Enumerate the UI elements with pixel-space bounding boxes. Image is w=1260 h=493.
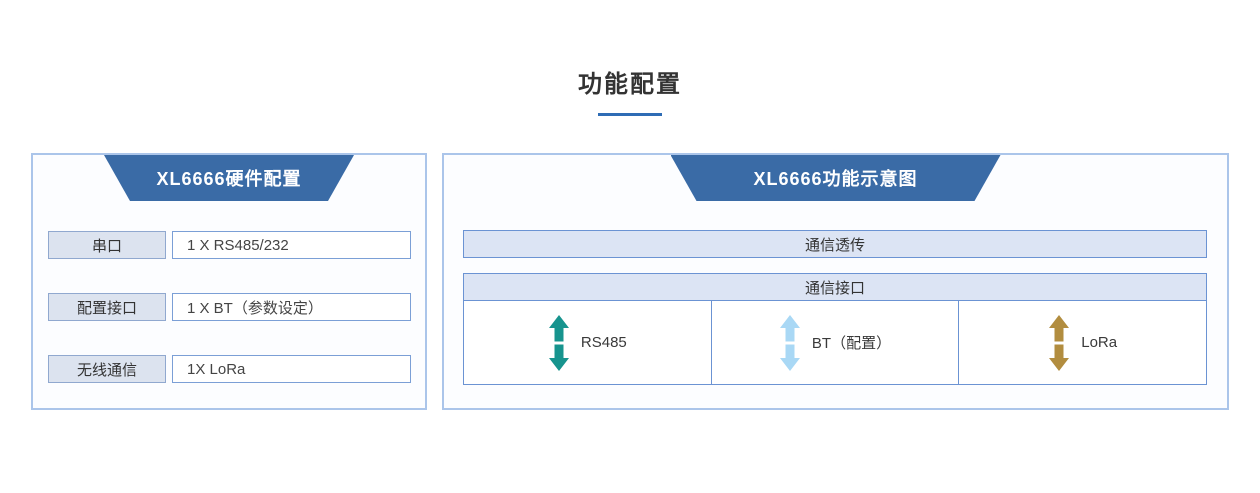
interface-table: 通信接口 RS485 (463, 273, 1207, 385)
interface-label-lora: LoRa (1081, 334, 1118, 351)
interface-cell-rs485: RS485 (464, 301, 712, 384)
interface-columns: RS485 BT（配置） (464, 301, 1206, 384)
row-value-config-interface: 1 X BT（参数设定） (172, 293, 411, 321)
page-header: 功能配置 (0, 0, 1260, 116)
interface-cell-bt: BT（配置） (712, 301, 960, 384)
hardware-config-panel: XL6666硬件配置 串口 1 X RS485/232 配置接口 1 X BT（… (31, 153, 427, 410)
table-row: 无线通信 1X LoRa (48, 355, 411, 383)
row-label-config-interface: 配置接口 (48, 293, 166, 321)
diagram-body: 通信透传 通信接口 RS485 (444, 155, 1227, 385)
function-diagram-panel: XL6666功能示意图 通信透传 通信接口 RS485 (442, 153, 1229, 410)
interface-cell-lora: LoRa (959, 301, 1206, 384)
title-underline (598, 113, 662, 116)
row-label-wireless: 无线通信 (48, 355, 166, 383)
row-value-serial: 1 X RS485/232 (172, 231, 411, 259)
double-vertical-arrow-icon (779, 314, 800, 371)
transparent-transmission-bar: 通信透传 (463, 230, 1207, 258)
interface-label-rs485: RS485 (580, 334, 627, 351)
row-value-wireless: 1X LoRa (172, 355, 411, 383)
diagram-panel-title: XL6666功能示意图 (671, 155, 1001, 201)
row-label-serial: 串口 (48, 231, 166, 259)
hardware-panel-title: XL6666硬件配置 (104, 155, 354, 201)
interface-label-bt: BT（配置） (811, 335, 892, 352)
page-title: 功能配置 (578, 71, 682, 98)
interface-table-header: 通信接口 (464, 274, 1206, 301)
hardware-rows: 串口 1 X RS485/232 配置接口 1 X BT（参数设定） 无线通信 … (33, 155, 425, 383)
content-panels: XL6666硬件配置 串口 1 X RS485/232 配置接口 1 X BT（… (31, 153, 1229, 410)
double-vertical-arrow-icon (1049, 314, 1070, 371)
table-row: 配置接口 1 X BT（参数设定） (48, 293, 411, 321)
table-row: 串口 1 X RS485/232 (48, 231, 411, 259)
double-vertical-arrow-icon (548, 314, 569, 371)
